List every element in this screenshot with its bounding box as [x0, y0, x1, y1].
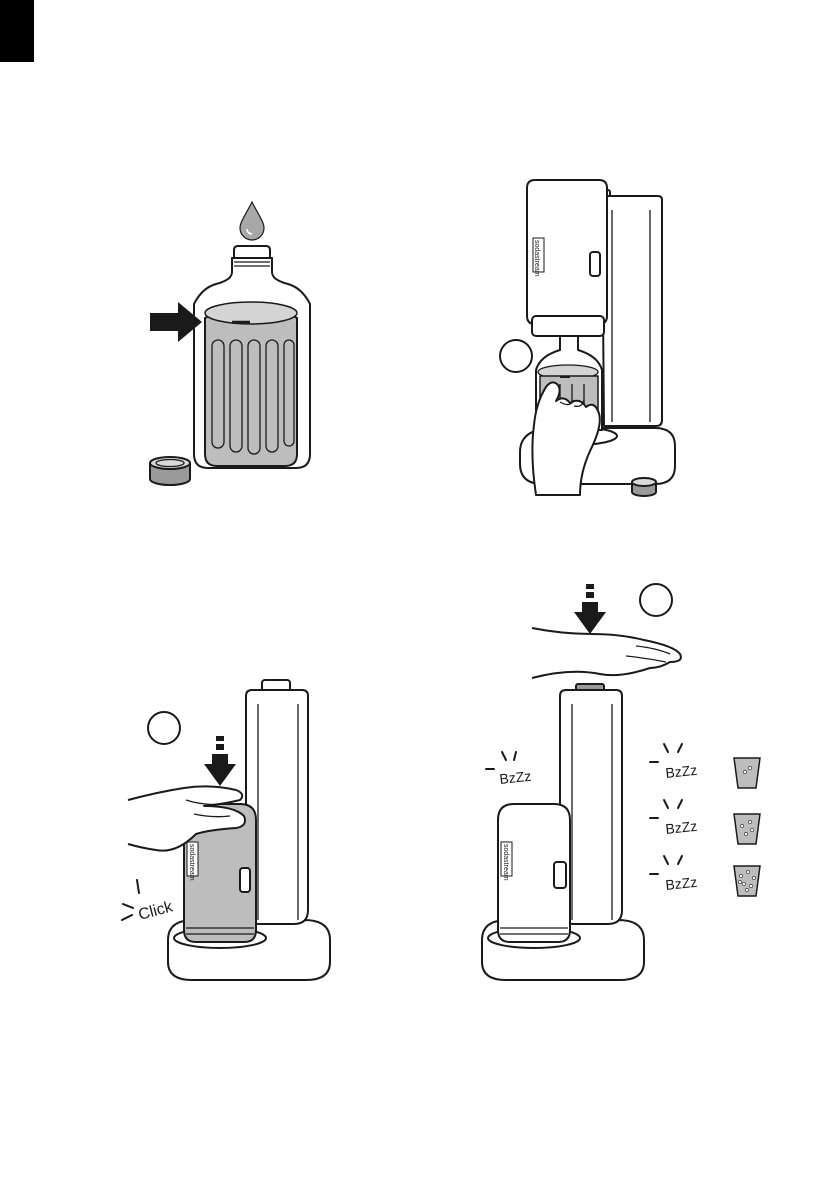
glass-strong-fizz-icon — [734, 866, 760, 896]
step-carbonate: sodastream BzZz BzZz B — [482, 584, 760, 980]
push-down-arrow-icon — [574, 584, 606, 634]
soda-machine-illustration: sodastream — [482, 684, 644, 980]
glass-medium-fizz-icon — [734, 814, 760, 844]
machine-brand-label: sodastream — [502, 844, 509, 881]
bzzz-sound-label: BzZz — [665, 874, 698, 893]
bzzz-sound-label: BzZz — [665, 762, 698, 781]
fizz-level-1: BzZz — [650, 744, 760, 788]
machine-brand-label: sodastream — [533, 240, 540, 277]
bottle-cap-icon — [632, 478, 656, 496]
bzzz-sound-label: BzZz — [499, 768, 532, 787]
bzzz-sound-lines-icon — [486, 752, 516, 769]
click-sound-lines-icon — [122, 880, 139, 920]
fizz-level-3: BzZz — [650, 856, 760, 896]
machine-brand-label: sodastream — [188, 844, 195, 881]
fizz-level-2: BzZz — [650, 800, 760, 844]
glass-light-fizz-icon — [734, 758, 760, 788]
step-attach-bottle: sodastream — [500, 180, 675, 496]
bzzz-sound-label: BzZz — [665, 818, 698, 837]
bottle-cap-icon — [150, 457, 190, 485]
hand-icon — [532, 628, 681, 678]
step-circle-icon — [640, 584, 672, 616]
step-circle-icon — [148, 712, 180, 744]
click-sound-label: Click — [137, 898, 176, 924]
push-down-arrow-icon — [204, 736, 236, 786]
step-fill-bottle — [150, 202, 310, 485]
step-circle-icon — [500, 340, 532, 372]
water-bottle-illustration — [194, 246, 310, 468]
step-insert-cylinder: sodastream Click — [122, 680, 330, 980]
